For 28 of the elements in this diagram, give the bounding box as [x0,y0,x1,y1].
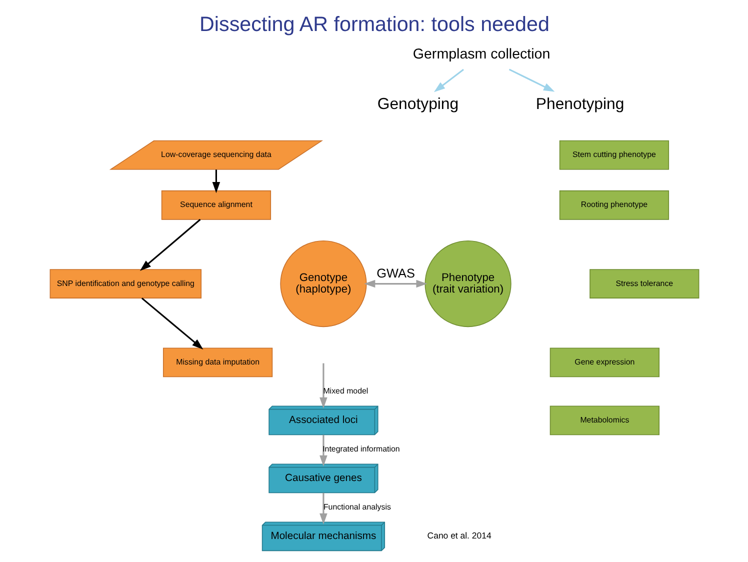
arrow [364,280,427,288]
arrow [212,170,220,194]
node-box: SNP identification and genotype calling [49,269,202,298]
node-box: Sequence alignment [160,190,271,220]
edge-label: Integrated information [322,444,400,454]
arrow [319,434,327,466]
node-box: Missing data imputation [162,348,272,378]
node-text: Germplasm collection [412,46,550,62]
node-text: Phenotyping [535,96,624,114]
node-box: Stress tolerance [589,269,699,298]
arrow [319,363,327,408]
arrow [433,68,464,92]
edge-label: Functional analysis [322,502,390,512]
arrow [508,68,554,92]
label: Cano et al. 2014 [426,530,491,541]
edge-label: Mixed model [322,386,368,396]
node-circle: Phenotype (trait variation) [424,240,511,328]
edge-label: GWAS [376,265,414,280]
node-box: Gene expression [549,348,659,378]
node-box: Rooting phenotype [558,190,669,220]
node-box: Stem cutting phenotype [558,140,669,170]
diagram-title: Dissecting AR formation: tools needed [199,12,549,36]
node-circle: Genotype (haplotype) [280,240,366,328]
arrow [139,218,200,271]
node-box: Metabolomics [549,406,659,436]
node-text: Genotyping [376,96,458,114]
arrow [319,492,327,524]
arrow [140,298,203,350]
